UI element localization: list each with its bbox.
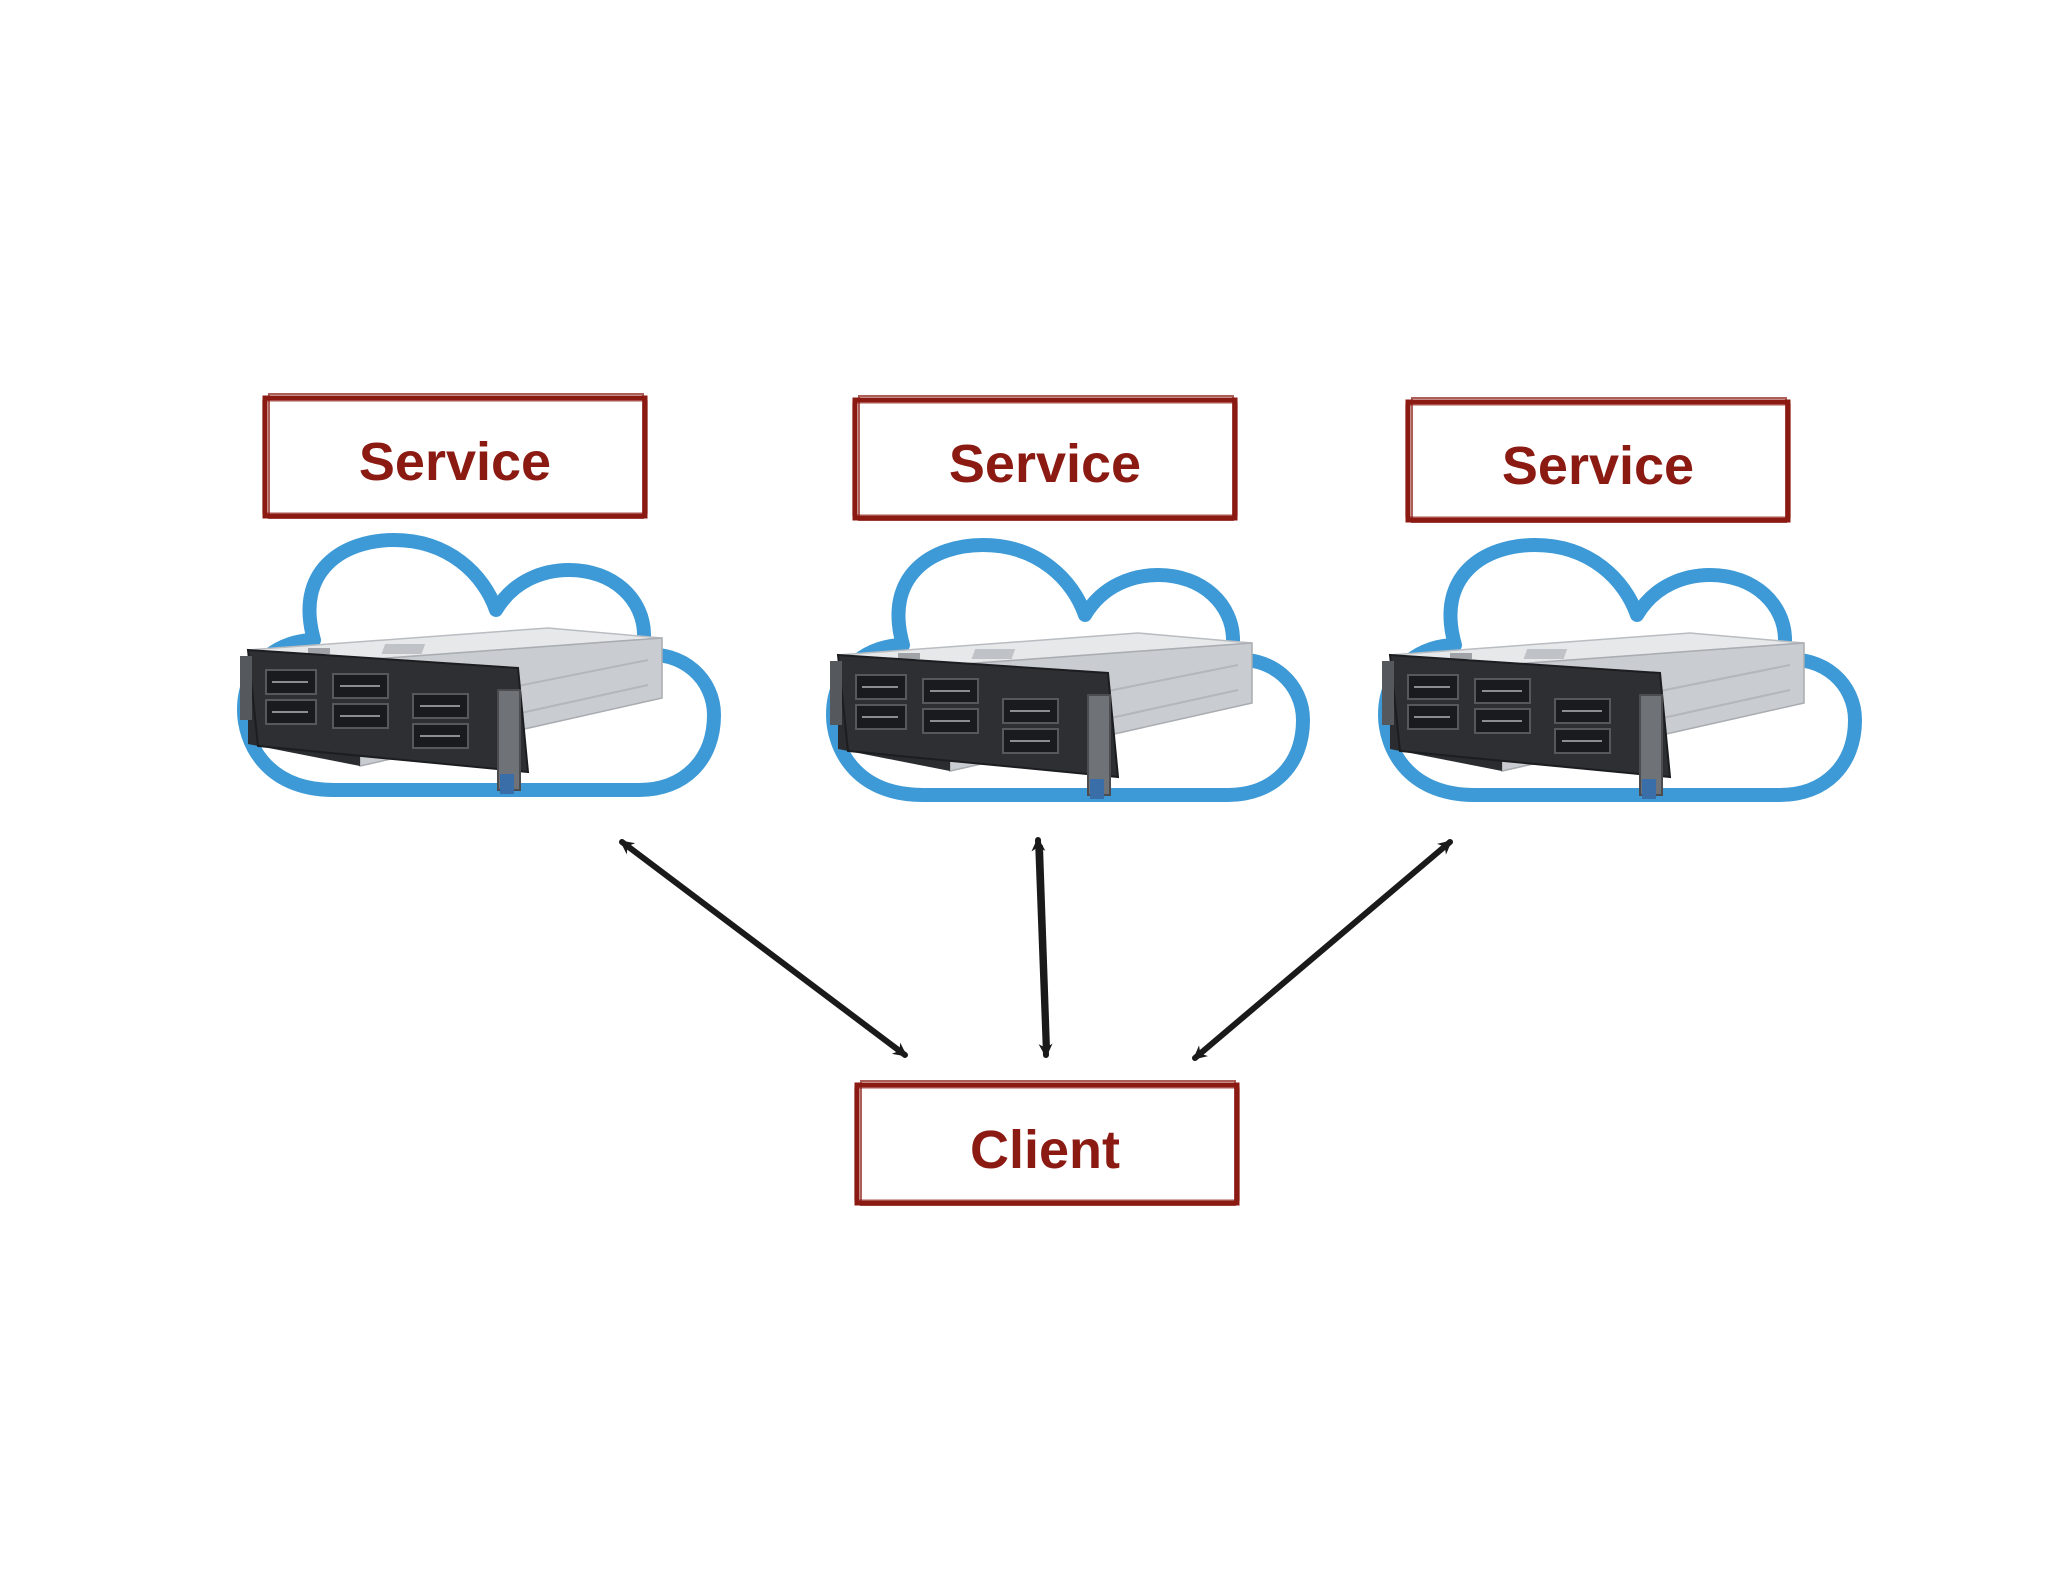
service-label-2: Service [949, 434, 1141, 494]
cloud-server-icon [1382, 545, 1855, 799]
arrow-service-3-client [1192, 839, 1453, 1061]
service-node-3: Service [1382, 398, 1855, 799]
service-node-2: Service [830, 396, 1303, 799]
service-label-1: Service [359, 432, 551, 492]
service-node-1: Service [240, 394, 714, 794]
arrow-service-2-client [1031, 837, 1053, 1058]
connection-arrows [619, 837, 1453, 1061]
arrow-service-1-client [619, 839, 908, 1058]
cloud-server-icon [830, 545, 1303, 799]
service-label-3: Service [1502, 436, 1694, 496]
cloud-server-icon [240, 540, 714, 794]
client-label: Client [970, 1120, 1120, 1180]
client-node: Client [855, 1081, 1239, 1205]
